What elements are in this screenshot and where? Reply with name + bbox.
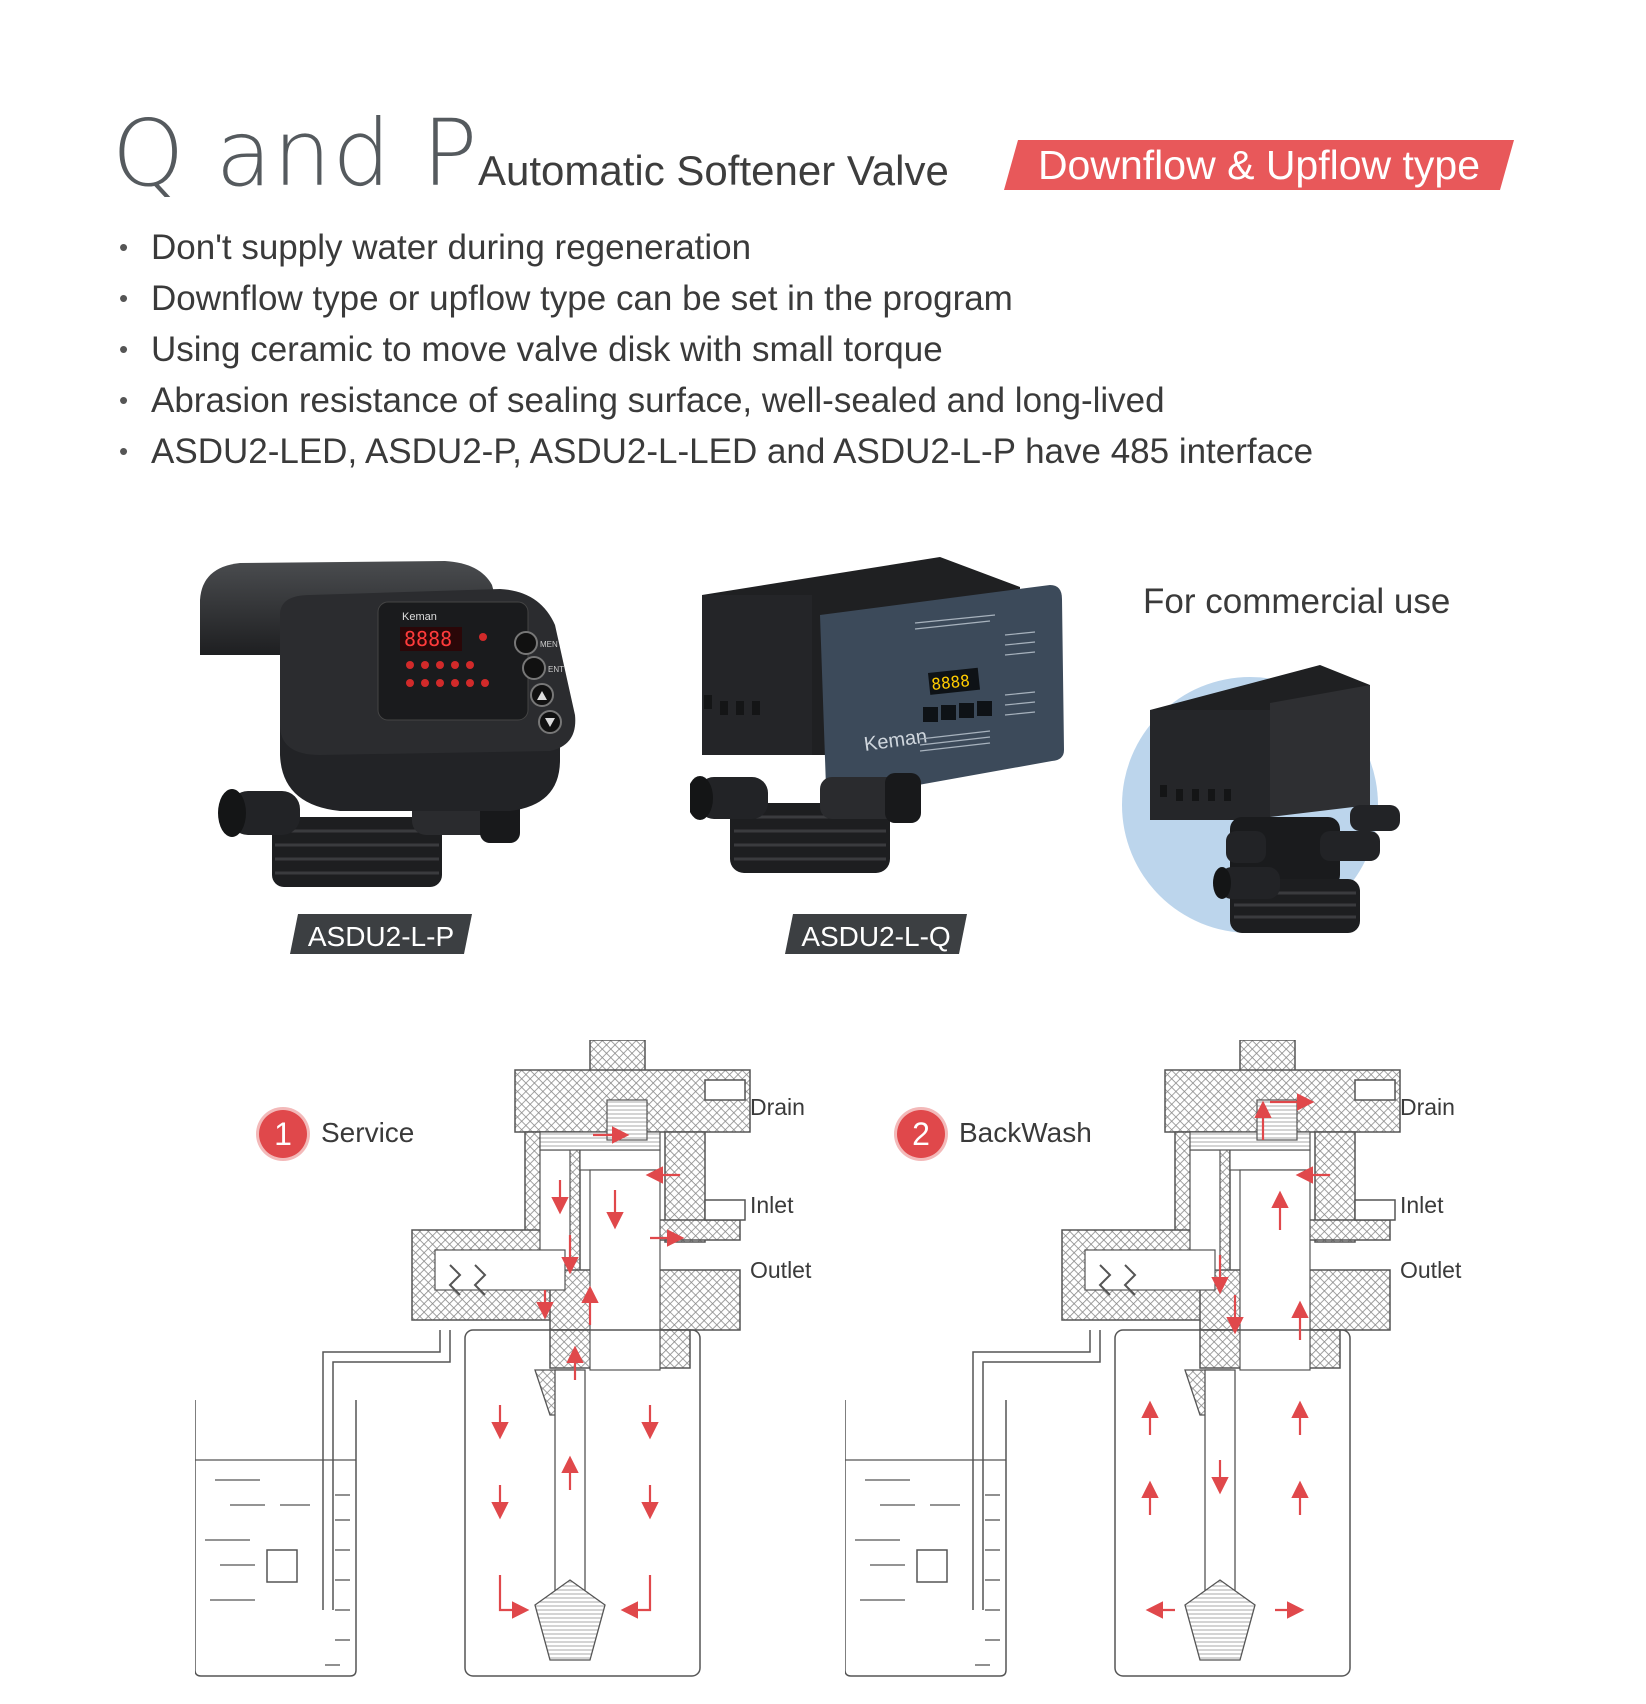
feature-item: •ASDU2-LED, ASDU2-P, ASDU2-L-LED and ASD… (115, 426, 1313, 477)
panel-display: 8888 (930, 671, 970, 694)
valve-image-asdu2-l-p: Keman 8888 MEN ENT (200, 561, 576, 887)
feature-item: •Don't supply water during regeneration (115, 222, 1313, 273)
step-title-service: Service (321, 1117, 415, 1148)
bullet-icon: • (119, 436, 129, 466)
bullet-icon: • (119, 232, 129, 262)
feature-item: •Using ceramic to move valve disk with s… (115, 324, 1313, 375)
bullet-icon: • (119, 334, 129, 364)
valve-image-asdu2-l-q: Keman 8888 (690, 557, 1064, 873)
outlet-label-backwash: Outlet (1400, 1257, 1462, 1283)
inlet-label-backwash: Inlet (1400, 1192, 1444, 1218)
commercial-use-label: For commercial use (1143, 582, 1451, 621)
label-asdu2-l-p: ASDU2-L-P (290, 914, 472, 954)
step-number-backwash: 2 (897, 1110, 945, 1158)
brand-title: Q and P (112, 100, 479, 207)
btn-ent-label: ENT (548, 665, 564, 674)
bullet-icon: • (119, 385, 129, 415)
drain-label-service: Drain (750, 1094, 805, 1120)
service-flow-diagram (195, 1040, 751, 1677)
step-title-backwash: BackWash (959, 1117, 1092, 1148)
panel-logo: Keman (402, 611, 437, 623)
inlet-label-service: Inlet (750, 1192, 794, 1218)
btn-men-label: MEN (540, 640, 558, 649)
valve-image-commercial (1122, 665, 1400, 933)
bullet-icon: • (119, 283, 129, 313)
outlet-label-service: Outlet (750, 1257, 812, 1283)
backwash-flow-diagram (845, 1040, 1401, 1677)
type-tag: Downflow & Upflow type (1004, 140, 1514, 190)
product-subtitle: Automatic Softener Valve (478, 147, 949, 194)
drain-label-backwash: Drain (1400, 1094, 1455, 1120)
feature-list: •Don't supply water during regeneration … (115, 222, 1313, 477)
type-tag-label: Downflow & Upflow type (1037, 142, 1481, 188)
step-number-service: 1 (259, 1110, 307, 1158)
feature-item: •Abrasion resistance of sealing surface,… (115, 375, 1313, 426)
feature-item: •Downflow type or upflow type can be set… (115, 273, 1313, 324)
panel-display: 8888 (404, 627, 452, 651)
label-asdu2-l-q: ASDU2-L-Q (785, 914, 967, 954)
